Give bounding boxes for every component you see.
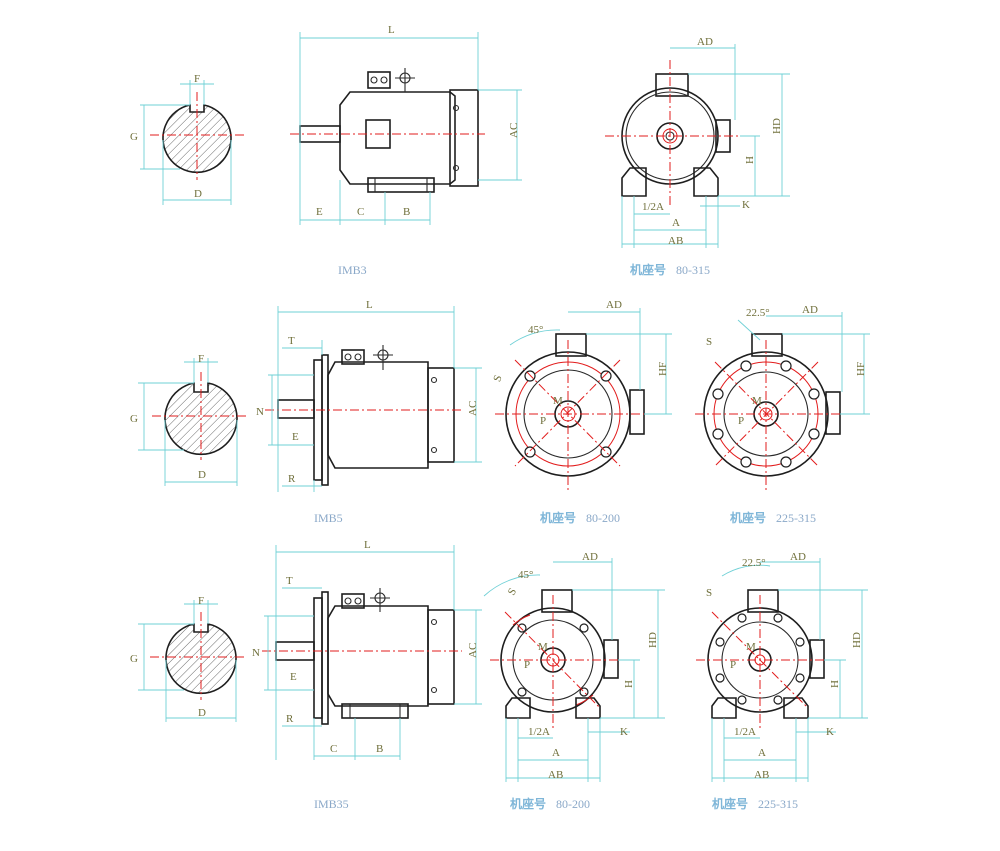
label-22-5deg: 22.5° [746, 307, 770, 319]
range-225-315: 225-315 [776, 511, 816, 525]
label-F: F [198, 595, 204, 607]
label-half-A: 1/2A [642, 201, 664, 213]
frame-label: 机座号 [730, 510, 766, 525]
label-M: M [746, 641, 756, 653]
shaft-section-imb3: F G D [130, 73, 245, 205]
caption-frame-80-200-row3: 机座号 80-200 [510, 795, 590, 812]
range-225-315: 225-315 [758, 797, 798, 811]
label-T: T [286, 575, 293, 587]
frame-label: 机座号 [510, 796, 546, 811]
label-D: D [194, 188, 202, 200]
side-view-imb5: L T N E R AC [256, 299, 482, 492]
label-E: E [290, 671, 297, 683]
label-G: G [130, 653, 138, 665]
label-D: D [198, 707, 206, 719]
label-G: G [130, 131, 138, 143]
range-80-200: 80-200 [586, 511, 620, 525]
side-view-imb3: L AC E C B [290, 24, 522, 225]
label-K: K [742, 199, 750, 211]
label-A: A [552, 747, 560, 759]
label-L: L [364, 539, 371, 551]
label-P: P [540, 415, 546, 427]
label-B: B [376, 743, 383, 755]
end-view-imb3: AD HD H 1/2A A AB K [605, 36, 790, 248]
label-D: D [198, 469, 206, 481]
label-HD: HD [851, 632, 863, 648]
label-K: K [826, 726, 834, 738]
foot-flange-view-80-200: 45° S AD HD H M P 1/2A A AB K [483, 551, 665, 782]
label-K: K [620, 726, 628, 738]
label-B: B [403, 206, 410, 218]
label-M: M [553, 395, 563, 407]
label-AC: AC [508, 123, 520, 138]
caption-frame-225-315-row3: 机座号 225-315 [712, 795, 798, 812]
label-T: T [288, 335, 295, 347]
label-half-A: 1/2A [528, 726, 550, 738]
label-P: P [738, 415, 744, 427]
range-80-315: 80-315 [676, 263, 710, 277]
caption-imb5: IMB5 [314, 511, 343, 525]
frame-label: 机座号 [540, 510, 576, 525]
label-E: E [316, 206, 323, 218]
frame-label: 机座号 [712, 796, 748, 811]
flange-view-imb5-225-315: 22.5° AD HF S M P [695, 304, 870, 490]
flange-view-imb5-80-200: 45° AD HF S M P [491, 299, 672, 490]
label-L: L [388, 24, 395, 36]
shaft-section-imb35: F G D [130, 595, 245, 722]
label-N: N [256, 406, 264, 418]
label-C: C [330, 743, 337, 755]
foot-flange-view-225-315: 22.5° S AD HD H M P 1/2A A AB K [696, 551, 868, 782]
label-L: L [366, 299, 373, 311]
label-P: P [730, 659, 736, 671]
label-S: S [706, 336, 712, 348]
label-R: R [286, 713, 294, 725]
label-F: F [194, 73, 200, 85]
caption-frame-80-200-row2: 机座号 80-200 [540, 509, 620, 526]
caption-frame-225-315-row2: 机座号 225-315 [730, 509, 816, 526]
label-A: A [758, 747, 766, 759]
label-P: P [524, 659, 530, 671]
label-half-A: 1/2A [734, 726, 756, 738]
label-S: S [506, 586, 519, 597]
label-S: S [706, 587, 712, 599]
label-45deg: 45° [528, 324, 543, 336]
label-A: A [672, 217, 680, 229]
shaft-section-imb5: F G D [130, 353, 248, 486]
label-AD: AD [802, 304, 818, 316]
label-M: M [538, 641, 548, 653]
label-AD: AD [697, 36, 713, 48]
label-AB: AB [668, 235, 683, 247]
label-HF: HF [657, 362, 669, 376]
caption-imb35: IMB35 [314, 797, 349, 811]
label-HD: HD [771, 118, 783, 134]
label-AD: AD [790, 551, 806, 563]
label-H: H [829, 680, 841, 688]
caption-imb3: IMB3 [338, 263, 367, 277]
label-C: C [357, 206, 364, 218]
label-AC: AC [467, 401, 479, 416]
label-AD: AD [606, 299, 622, 311]
label-22-5deg: 22.5° [742, 557, 766, 569]
label-R: R [288, 473, 296, 485]
label-E: E [292, 431, 299, 443]
label-H: H [623, 680, 635, 688]
label-HF: HF [855, 362, 867, 376]
label-M: M [752, 395, 762, 407]
label-AB: AB [548, 769, 563, 781]
label-S: S [491, 374, 504, 384]
label-AD: AD [582, 551, 598, 563]
label-H: H [744, 156, 756, 164]
label-N: N [252, 647, 260, 659]
label-G: G [130, 413, 138, 425]
label-F: F [198, 353, 204, 365]
caption-frame-80-315: 机座号 80-315 [630, 261, 710, 278]
label-AB: AB [754, 769, 769, 781]
side-view-imb35: L T N E R C B AC [252, 539, 482, 760]
frame-label: 机座号 [630, 262, 666, 277]
label-45deg: 45° [518, 569, 533, 581]
label-AC: AC [467, 643, 479, 658]
range-80-200: 80-200 [556, 797, 590, 811]
label-HD: HD [647, 632, 659, 648]
